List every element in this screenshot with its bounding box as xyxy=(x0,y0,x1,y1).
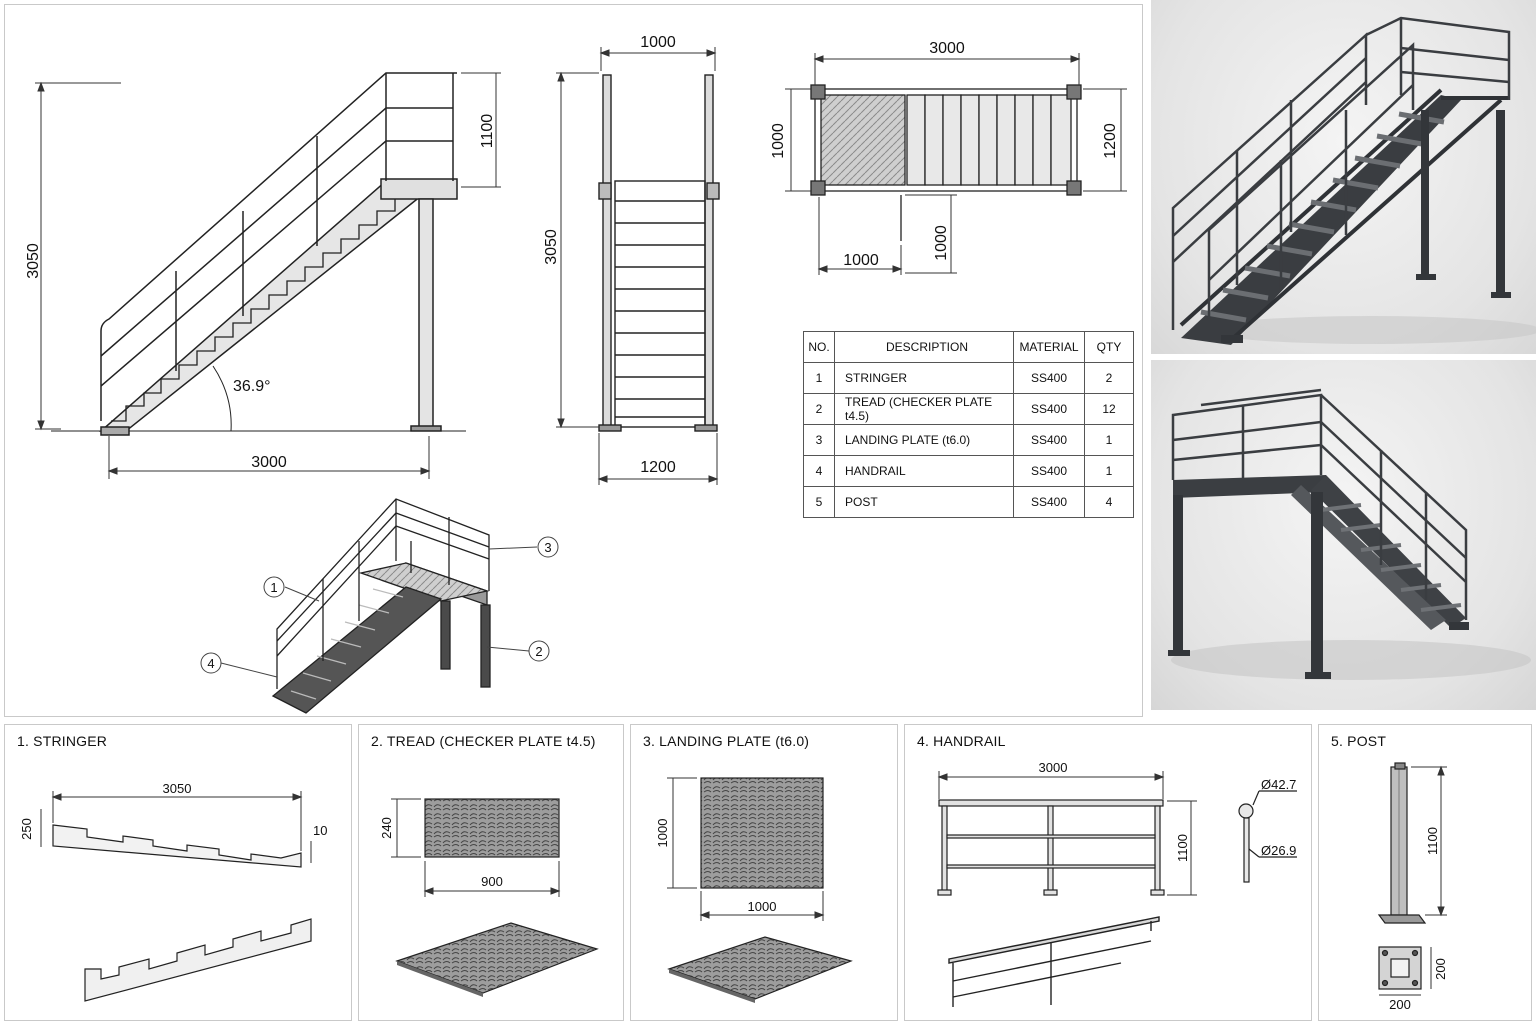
bom-header-material: MATERIAL xyxy=(1013,331,1085,363)
bom-cell: 1 xyxy=(1084,455,1134,487)
callout-leaders xyxy=(200,536,559,678)
render-photo-top xyxy=(1151,0,1536,354)
stringer-svg: 3050 250 10 xyxy=(19,781,327,1002)
bom-cell: SS400 xyxy=(1013,455,1085,487)
stringer-length-label: 3050 xyxy=(163,781,192,796)
bom-cell: 2 xyxy=(1084,362,1134,394)
bom-cell: 5 xyxy=(803,486,835,518)
front-bottom-width-label: 1200 xyxy=(640,459,676,476)
handrail-length-label: 3000 xyxy=(1039,760,1068,775)
bom-header-no: NO. xyxy=(803,331,835,363)
callout-circle-3 xyxy=(537,536,559,558)
bom-header-qty: QTY xyxy=(1084,331,1134,363)
bom-header-row: NO. DESCRIPTION MATERIAL QTY xyxy=(803,331,1134,363)
bom-cell: TREAD (CHECKER PLATE t4.5) xyxy=(834,393,1014,425)
detail-title-tread: 2. TREAD (CHECKER PLATE t4.5) xyxy=(371,733,596,749)
render-bottom-svg xyxy=(1168,388,1531,680)
isometric-assembly xyxy=(271,498,491,714)
bom-header-description: DESCRIPTION xyxy=(834,331,1014,363)
front-view xyxy=(598,74,720,432)
render-photo-bottom xyxy=(1151,360,1536,710)
bom-cell: HANDRAIL xyxy=(834,455,1014,487)
front-height-label: 3050 xyxy=(543,229,560,265)
plan-offset-y-label: 1000 xyxy=(933,225,950,261)
bom-cell: SS400 xyxy=(1013,486,1085,518)
plan-length-label: 3000 xyxy=(929,40,965,57)
detail-title-landing: 3. LANDING PLATE (t6.0) xyxy=(643,733,810,749)
detail-panel-handrail: 4. HANDRAIL xyxy=(904,724,1312,1021)
callout-1: 1 xyxy=(270,580,277,595)
detail-panel-landing: 3. LANDING PLATE (t6.0) 1000 1000 xyxy=(630,724,898,1021)
handrail-dia-top-label: Ø42.7 xyxy=(1261,777,1296,792)
landing-depth-label: 1000 xyxy=(655,819,670,848)
post-base-h-label: 200 xyxy=(1433,958,1448,980)
side-height-label: 3050 xyxy=(25,243,42,279)
callout-circle-1 xyxy=(263,576,285,598)
bom-cell: SS400 xyxy=(1013,362,1085,394)
callout-circle-2 xyxy=(528,640,550,662)
side-length-label: 3000 xyxy=(251,454,287,471)
stringer-thickness-label: 10 xyxy=(313,823,327,838)
detail-panel-tread: 2. TREAD (CHECKER PLATE t4.5) 900 240 xyxy=(358,724,624,1021)
stringer-height-label: 250 xyxy=(19,818,34,840)
side-view xyxy=(51,72,466,436)
detail-title-post: 5. POST xyxy=(1331,733,1387,749)
tread-width-label: 900 xyxy=(481,874,503,889)
bom-cell: 2 xyxy=(803,393,835,425)
post-svg: 1100 200 200 xyxy=(1377,762,1448,1012)
bom-cell: STRINGER xyxy=(834,362,1014,394)
plan-view-dimensions xyxy=(785,53,1127,275)
detail-panel-post: 5. POST 1100 200 200 xyxy=(1318,724,1532,1021)
render-top-svg xyxy=(1171,16,1536,345)
plan-depth-label: 1200 xyxy=(1102,123,1119,159)
rail-height-label: 1100 xyxy=(479,114,496,149)
handrail-svg: 3000 1100 Ø42.7 Ø26.9 xyxy=(937,760,1297,1007)
front-view-dimensions xyxy=(556,47,719,485)
landing-width-label: 1000 xyxy=(748,899,777,914)
bom-cell: LANDING PLATE (t6.0) xyxy=(834,424,1014,456)
callout-circle-4 xyxy=(200,652,222,674)
detail-panel-stringer: 1. STRINGER 3050 250 10 xyxy=(4,724,352,1021)
plan-view xyxy=(810,84,1082,241)
bom-cell: SS400 xyxy=(1013,393,1085,425)
tread-svg: 900 240 xyxy=(379,798,599,997)
side-view-dimensions xyxy=(35,72,501,479)
detail-title-handrail: 4. HANDRAIL xyxy=(917,733,1006,749)
handrail-dia-post-label: Ø26.9 xyxy=(1261,843,1296,858)
callout-4: 4 xyxy=(207,656,214,671)
post-base-w-label: 200 xyxy=(1389,997,1411,1012)
bom-cell: 3 xyxy=(803,424,835,456)
landing-svg: 1000 1000 xyxy=(655,777,853,1003)
bom-cell: 4 xyxy=(803,455,835,487)
bom-cell: 1 xyxy=(1084,424,1134,456)
bom-cell: 12 xyxy=(1084,393,1134,425)
post-height-label: 1100 xyxy=(1425,827,1440,855)
detail-title-stringer: 1. STRINGER xyxy=(17,733,108,749)
main-drawing-svg: 3050 3000 1100 36.9° 1000 3050 1200 xyxy=(25,34,1127,714)
callout-2: 2 xyxy=(535,644,542,659)
angle-label: 36.9° xyxy=(233,378,271,395)
bom-cell: 4 xyxy=(1084,486,1134,518)
plan-offset-x-label: 1000 xyxy=(843,252,879,269)
front-top-width-label: 1000 xyxy=(640,34,676,51)
main-drawing-panel: 3050 3000 1100 36.9° 1000 3050 1200 xyxy=(4,4,1143,717)
bom-cell: POST xyxy=(834,486,1014,518)
callout-3: 3 xyxy=(544,540,551,555)
handrail-height-label: 1100 xyxy=(1175,834,1190,862)
bom-cell: 1 xyxy=(803,362,835,394)
bom-cell: SS400 xyxy=(1013,424,1085,456)
tread-depth-label: 240 xyxy=(379,817,394,839)
plan-width-label: 1000 xyxy=(770,123,787,159)
